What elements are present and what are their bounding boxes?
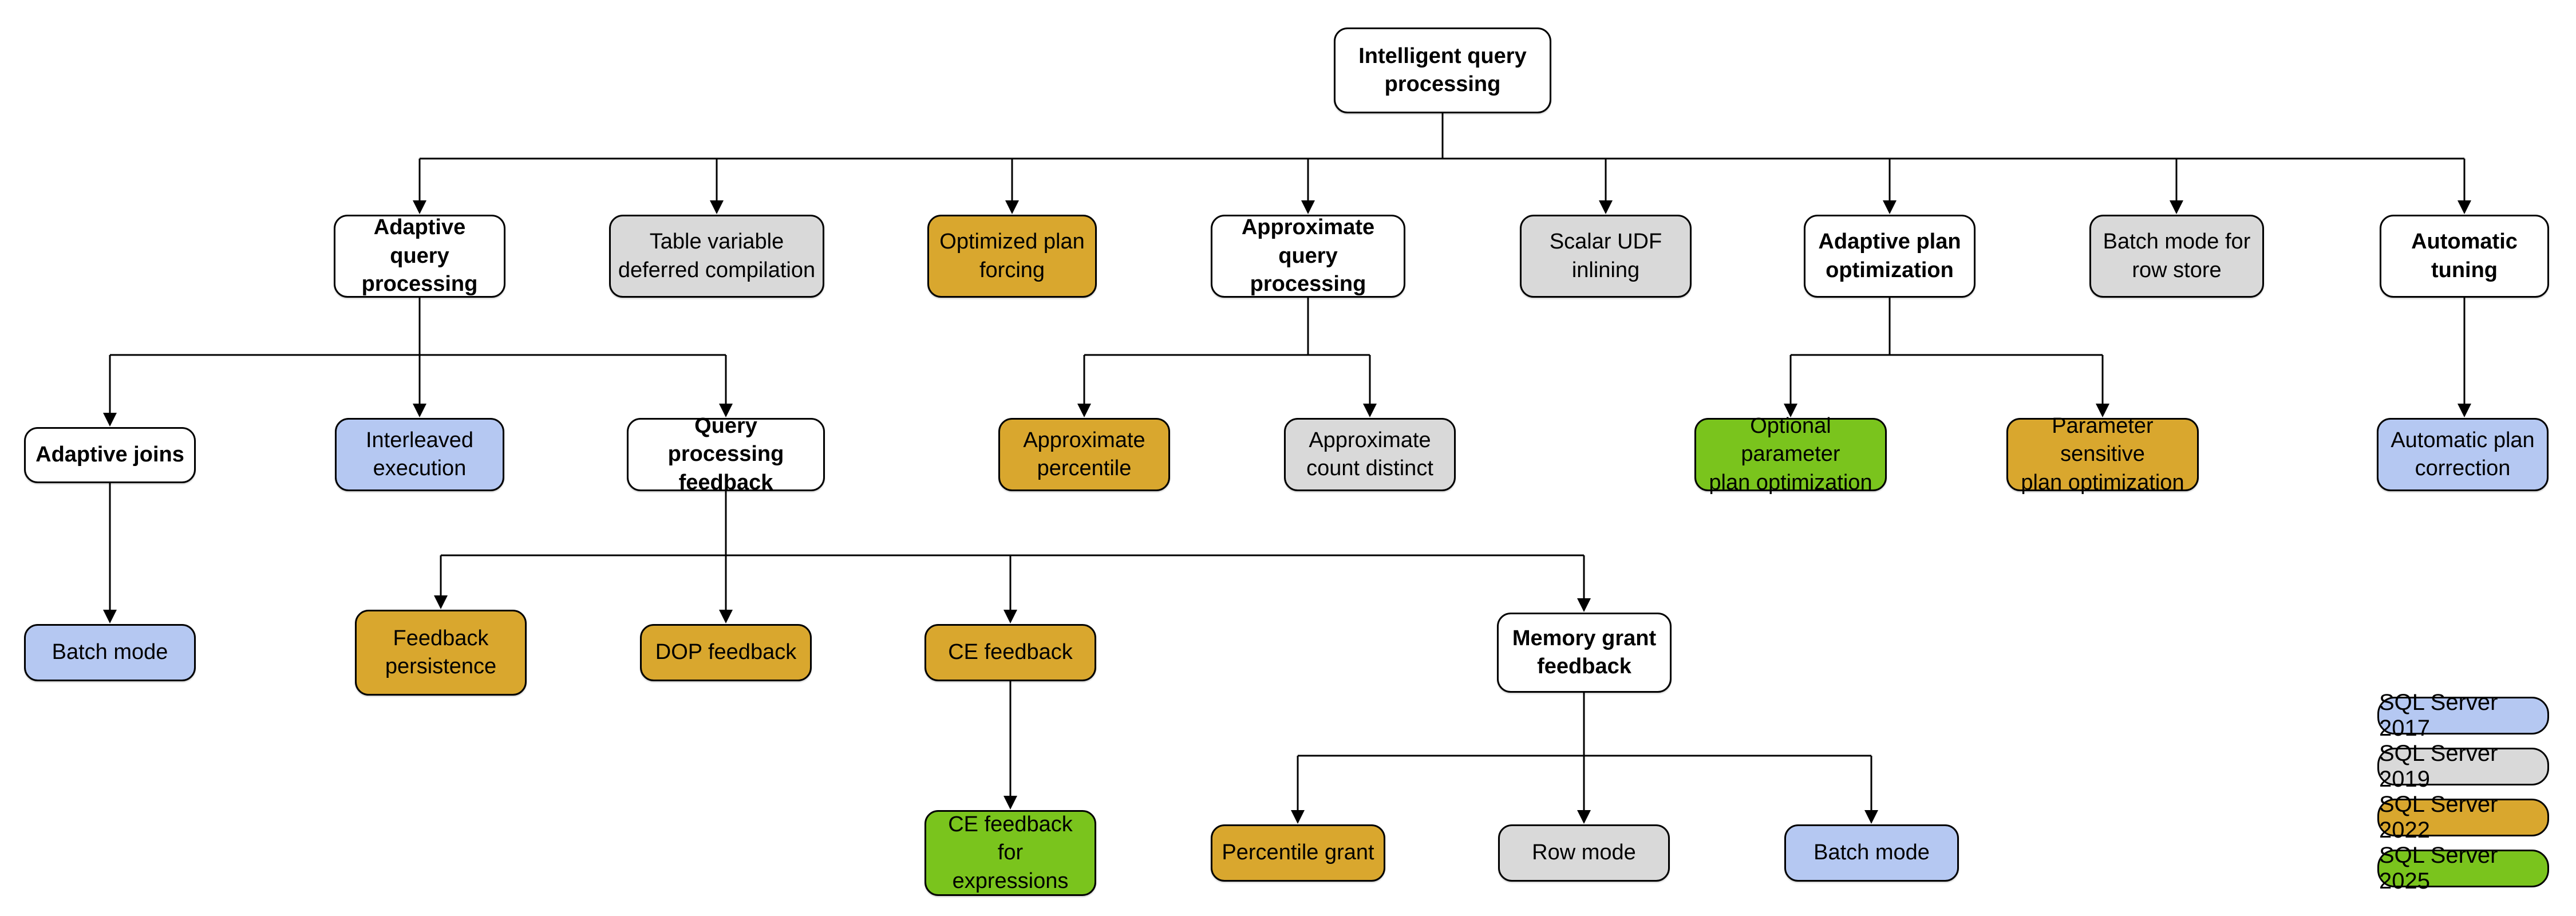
node-automatic-tuning: Automatic tuning [2380, 215, 2549, 298]
node-row-mode: Row mode [1498, 824, 1670, 882]
node-feedback-persistence: Feedback persistence [355, 610, 527, 696]
legend-sql-server-2025: SQL Server 2025 [2377, 843, 2549, 894]
node-scalar-udf-inlining: Scalar UDF inlining [1520, 215, 1692, 298]
node-memory-grant-feedback: Memory grant feedback [1497, 613, 1672, 693]
node-adaptive-joins: Adaptive joins [24, 427, 196, 483]
node-approximate-query-processing: Approximate query processing [1211, 215, 1405, 298]
node-table-variable-deferred-compilation: Table variable deferred compilation [609, 215, 824, 298]
node-adaptive-plan-optimization: Adaptive plan optimization [1804, 215, 1976, 298]
node-optional-parameter-plan-optimization: Optional parameter plan optimization [1694, 414, 1887, 495]
node-automatic-plan-correction: Automatic plan correction [2377, 418, 2549, 491]
node-optimized-plan-forcing: Optimized plan forcing [927, 215, 1097, 298]
legend-sql-server-2022: SQL Server 2022 [2377, 792, 2549, 843]
node-interleaved-execution: Interleaved execution [335, 418, 504, 491]
node-adaptive-query-processing: Adaptive query processing [334, 215, 505, 298]
node-approximate-count-distinct: Approximate count distinct [1284, 418, 1456, 491]
node-query-processing-feedback: Query processing feedback [627, 414, 825, 495]
node-approximate-percentile: Approximate percentile [998, 418, 1170, 491]
node-intelligent-query-processing: Intelligent query processing [1334, 27, 1551, 113]
node-batch-mode-adaptive-joins: Batch mode [24, 624, 196, 681]
node-batch-mode-for-row-store: Batch mode for row store [2089, 215, 2264, 298]
node-dop-feedback: DOP feedback [640, 624, 812, 681]
legend-sql-server-2019: SQL Server 2019 [2377, 741, 2549, 792]
node-batch-mode-memory-grant: Batch mode [1784, 824, 1959, 882]
node-ce-feedback: CE feedback [924, 624, 1096, 681]
node-ce-feedback-for-expressions: CE feedback for expressions [924, 810, 1096, 896]
node-parameter-sensitive-plan-optimization: Parameter sensitive plan optimization [2006, 414, 2199, 495]
legend-sql-server-2017: SQL Server 2017 [2377, 690, 2549, 741]
node-percentile-grant: Percentile grant [1211, 824, 1385, 882]
